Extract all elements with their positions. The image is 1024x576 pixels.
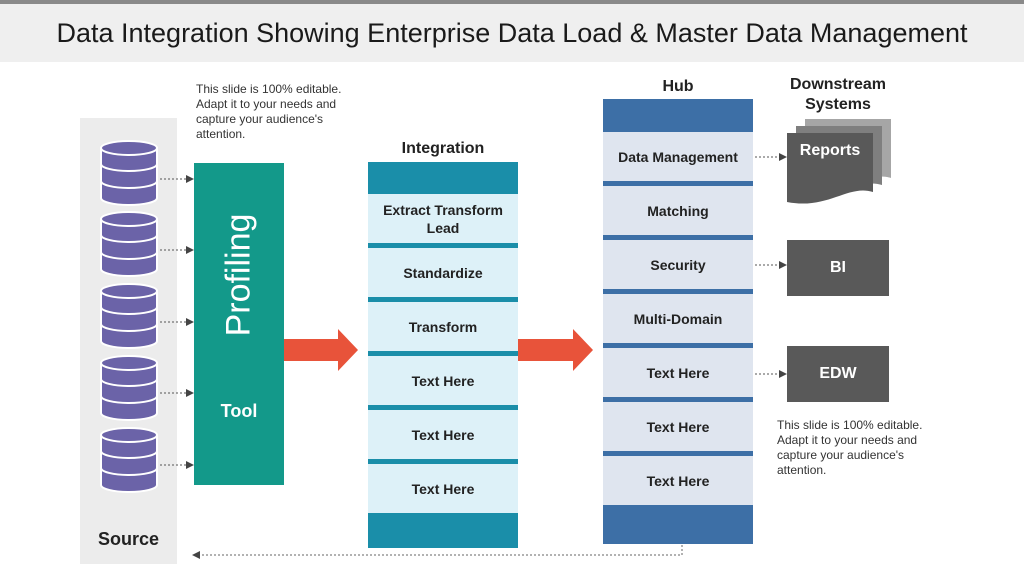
integration-item: Transform (368, 302, 518, 351)
source-label: Source (97, 529, 160, 549)
database-icon (100, 283, 158, 349)
hub-connectors (755, 153, 787, 378)
title-bar: Data Integration Showing Enterprise Data… (0, 4, 1024, 62)
hub-item: Multi-Domain (603, 294, 753, 343)
bottom-note: This slide is 100% editable. Adapt it to… (777, 418, 923, 477)
hub-item: Text Here (603, 456, 753, 505)
hub-item: Matching (603, 186, 753, 235)
hub-item: Data Management (603, 132, 753, 181)
integration-column: Extract Transform Lead Standardize Trans… (368, 162, 518, 548)
source-connectors (160, 175, 194, 469)
top-border (0, 0, 1024, 4)
flow-arrow-icon (284, 329, 358, 371)
hub-item: Text Here (603, 348, 753, 397)
integration-item: Standardize (368, 248, 518, 297)
integration-item: Text Here (368, 356, 518, 405)
hub-item: Text Here (603, 402, 753, 451)
top-note: This slide is 100% editable. Adapt it to… (196, 82, 342, 141)
hub-column: Data Management Matching Security Multi-… (603, 99, 753, 544)
hub-item: Security (603, 240, 753, 289)
integration-item: Text Here (368, 410, 518, 459)
bi-label: BI (830, 259, 846, 276)
database-icon (100, 355, 158, 421)
flow-arrow-icon (518, 329, 593, 371)
database-icon (100, 211, 158, 277)
report-document-icon (787, 119, 891, 204)
feedback-loop-connector (192, 545, 683, 559)
edw-label: EDW (819, 365, 857, 382)
bi-box: BI (787, 240, 889, 296)
page-title: Data Integration Showing Enterprise Data… (56, 17, 968, 48)
downstream-title: Downstream Systems (789, 76, 887, 113)
integration-item: Extract Transform Lead (368, 194, 518, 243)
tool-label: Tool (220, 401, 258, 421)
integration-title: Integration (401, 140, 485, 157)
reports-label: Reports (799, 142, 861, 159)
integration-item: Text Here (368, 464, 518, 513)
database-icon (100, 140, 158, 206)
hub-title: Hub (662, 78, 694, 95)
edw-box: EDW (787, 346, 889, 402)
database-icon (100, 427, 158, 493)
profiling-tool-box: Profiling Tool (194, 163, 284, 485)
